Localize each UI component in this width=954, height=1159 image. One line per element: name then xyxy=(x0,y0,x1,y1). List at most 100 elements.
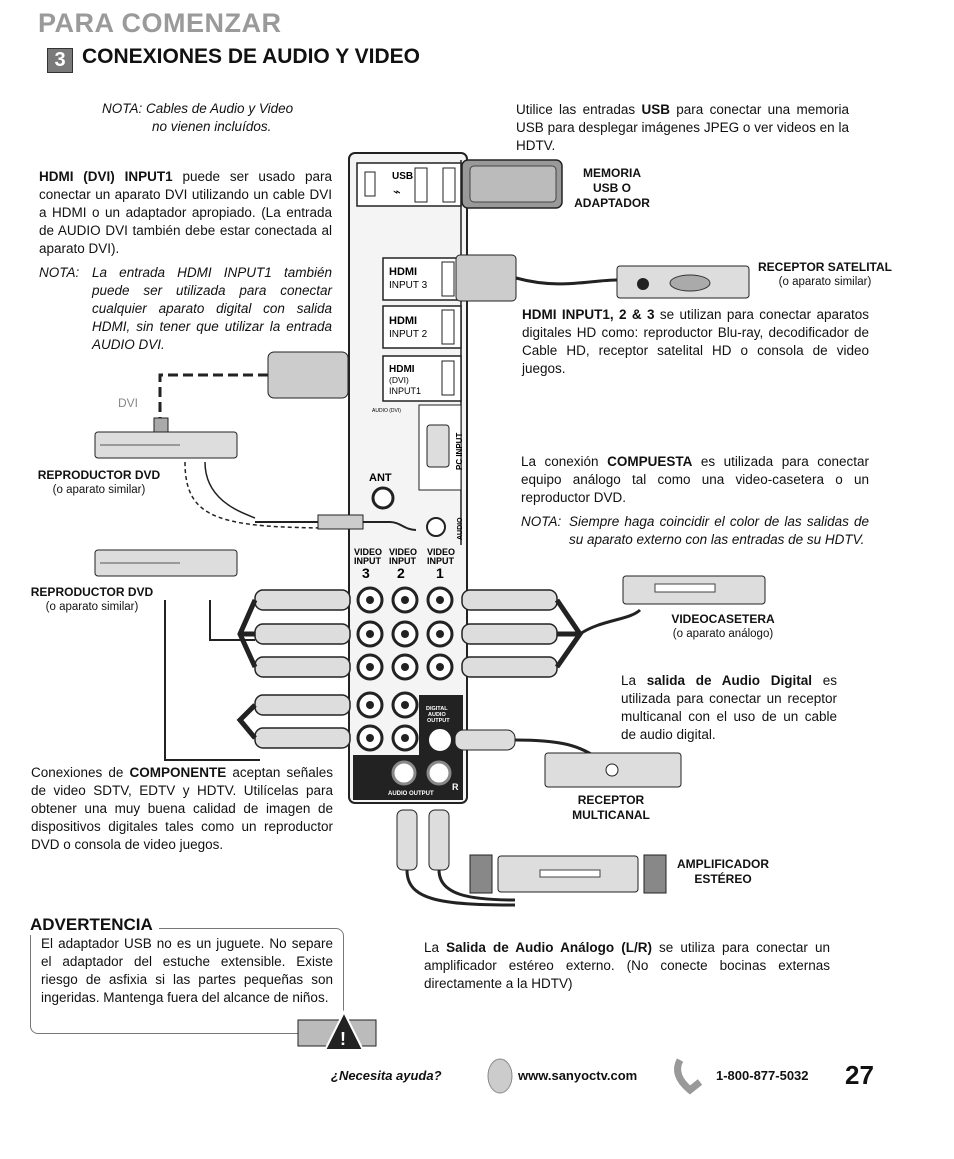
hdmi1-input-text: INPUT1 xyxy=(389,386,421,396)
note-cables: NOTA: Cables de Audio y Video no vienen … xyxy=(102,100,342,136)
ant-text: ANT xyxy=(369,472,392,484)
phone-icon xyxy=(674,1058,703,1095)
page-title: CONEXIONES DE AUDIO Y VIDEO xyxy=(82,45,421,68)
hdmi1-dvi-text: (DVI) xyxy=(389,375,409,385)
hdmi-dvi-bold: HDMI (DVI) INPUT1 xyxy=(39,169,173,184)
digital-audio-post: es utilizada para conectar un receptor m… xyxy=(621,673,837,742)
digital-audio-pre: La xyxy=(621,673,647,688)
receiver-label: RECEPTOR MULTICANAL xyxy=(561,793,661,823)
usb-memory-label: MEMORIA USB O ADAPTADOR xyxy=(566,166,658,211)
amplifier-line2: ESTÉREO xyxy=(694,872,752,886)
composite-paragraph: La conexión COMPUESTA es utilizada para … xyxy=(521,453,869,507)
hdmi3-logo: HDMI xyxy=(389,266,417,278)
pc-input-port xyxy=(418,404,462,491)
hdmi-dvi-note-label: NOTA: xyxy=(39,265,80,280)
svg-text:⌁: ⌁ xyxy=(393,184,401,199)
analog-audio-post: se utiliza para conectar un amplificador… xyxy=(424,940,830,991)
usb-memory-line1: MEMORIA xyxy=(583,166,641,180)
dvd2-label: REPRODUCTOR DVD (o aparato similar) xyxy=(26,585,158,615)
video-input-3-label: VIDEO xyxy=(354,547,382,557)
mouse-icon xyxy=(487,1058,513,1094)
video-input-2-input: INPUT xyxy=(389,556,417,566)
dvi-plug xyxy=(267,351,349,399)
digital-audio-line1: DIGITAL xyxy=(426,706,448,712)
composite-note-label: NOTA: xyxy=(521,514,562,529)
ant-jack xyxy=(371,486,395,510)
receiver-line1: RECEPTOR xyxy=(577,793,645,807)
composite-plugs-right xyxy=(461,589,558,678)
digital-audio-bold: salida de Audio Digital xyxy=(646,673,812,688)
hdmi-dvi-note-text: La entrada HDMI INPUT1 también puede ser… xyxy=(92,265,332,352)
analog-audio-pre: La xyxy=(424,940,447,955)
digital-audio-line3: OUTPUT xyxy=(427,718,450,724)
warning-text: El adaptador USB no es un juguete. No se… xyxy=(41,936,333,1005)
audio-output-text: AUDIO OUTPUT xyxy=(388,791,434,797)
hdmi-plug xyxy=(455,254,517,302)
dvd1-label: REPRODUCTOR DVD (o aparato similar) xyxy=(33,468,165,498)
dvd2-name: REPRODUCTOR DVD xyxy=(30,585,154,599)
step-number-badge: 3 xyxy=(47,48,73,73)
hdmi-paragraph: HDMI INPUT1, 2 & 3 se utilizan para cone… xyxy=(522,306,869,378)
component-pre: Conexiones de xyxy=(31,765,130,780)
video-input-2-num: 2 xyxy=(397,565,405,581)
hdmi-dvi-paragraph: HDMI (DVI) INPUT1 puede ser usado para c… xyxy=(39,168,332,258)
component-plugs-left xyxy=(254,589,351,749)
page-number: 27 xyxy=(845,1060,874,1090)
pc-input-text: PC INPUT xyxy=(455,433,464,470)
section-title: PARA COMENZAR xyxy=(38,8,282,38)
dvd1-sub: (o aparato similar) xyxy=(52,484,146,496)
note-line1: : Cables de Audio y Video xyxy=(138,101,294,116)
amplifier-label: AMPLIFICADOR ESTÉREO xyxy=(668,857,778,887)
audio-jack xyxy=(426,517,446,537)
video-input-3-input: INPUT xyxy=(354,556,382,566)
composite-pre: La conexión xyxy=(521,454,608,469)
speaker-right xyxy=(643,854,667,894)
component-bold: COMPONENTE xyxy=(129,765,227,780)
receiver-line2: MULTICANAL xyxy=(572,808,650,822)
usb-text-bold: USB xyxy=(641,102,670,117)
video-inputs: VIDEO INPUT 3 VIDEO INPUT 2 VIDEO INPUT … xyxy=(354,547,455,752)
video-input-1-num: 1 xyxy=(436,565,444,581)
vcr-name: VIDEOCASETERA xyxy=(671,612,775,626)
dvd1-name: REPRODUCTOR DVD xyxy=(37,468,161,482)
usb-text-post: para conectar una memoria USB para despl… xyxy=(516,102,849,153)
hdmi1-logo: HDMI xyxy=(389,364,415,375)
composite-note-text: Siempre haga coincidir el color de las s… xyxy=(569,514,869,547)
hdmi2-text: INPUT 2 xyxy=(389,329,428,340)
warning-box xyxy=(30,928,344,1034)
analog-audio-bold: Salida de Audio Análogo (L/R) xyxy=(446,940,652,955)
dvd2-sub: (o aparato similar) xyxy=(45,601,139,613)
panel-usb-text: USB xyxy=(392,171,413,182)
video-input-1-input: INPUT xyxy=(427,556,455,566)
hdmi-post: se utilizan para conectar aparatos digit… xyxy=(522,307,869,376)
composite-bold: COMPUESTA xyxy=(607,454,693,469)
usb-memory-line2: USB O xyxy=(592,181,631,195)
component-paragraph: Conexiones de COMPONENTE aceptan señales… xyxy=(31,764,333,854)
note-line2: no vienen incluídos. xyxy=(152,119,272,134)
composite-post: es utilizada para conectar equipo análog… xyxy=(521,454,870,505)
note-label: NOTA xyxy=(102,101,139,116)
speaker-left xyxy=(469,854,493,894)
usb-memory-line3: ADAPTADOR xyxy=(574,196,650,210)
satellite-sub: (o aparato similar) xyxy=(778,276,872,288)
footer-phone: 1-800-877-5032 xyxy=(716,1068,809,1083)
hdmi-bold: HDMI INPUT1, 2 & 3 xyxy=(522,307,655,322)
footer-url[interactable]: www.sanyoctv.com xyxy=(518,1068,638,1083)
analog-audio-paragraph: La Salida de Audio Análogo (L/R) se util… xyxy=(424,939,830,993)
audio-dvi-text: AUDIO (DVI) xyxy=(372,408,401,414)
satellite-name: RECEPTOR SATELITAL xyxy=(757,260,892,274)
footer-help: ¿Necesita ayuda? xyxy=(331,1068,442,1083)
amplifier-line1: AMPLIFICADOR xyxy=(677,857,769,871)
usb-text-pre: Utilice las entradas xyxy=(516,102,642,117)
component-post: aceptan señales de video SDTV, EDTV y HD… xyxy=(31,765,333,852)
video-input-2-label: VIDEO xyxy=(389,547,417,557)
dvi-label: DVI xyxy=(118,396,139,410)
vcr-sub: (o aparato análogo) xyxy=(672,628,774,640)
digital-audio-line2: AUDIO xyxy=(428,712,446,718)
r-label: R xyxy=(452,782,459,792)
vcr-label: VIDEOCASETERA (o aparato análogo) xyxy=(657,612,789,642)
video-input-1-label: VIDEO xyxy=(427,547,455,557)
warning-title: ADVERTENCIA xyxy=(30,915,159,935)
hdmi-dvi-post: puede ser usado para conectar un aparato… xyxy=(39,169,332,256)
